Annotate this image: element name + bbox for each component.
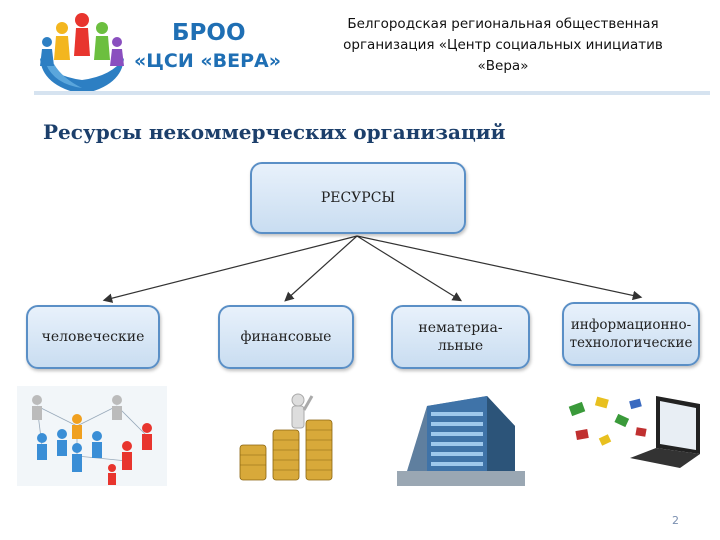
node-label-line-1: информационно- [570,317,692,333]
organization-name: Белгородская региональная общественная о… [318,14,688,77]
node-label-line-2: технологические [569,335,693,351]
logo-subtitle: «ЦСИ «ВЕРА» [134,50,281,72]
people-network-illustration [17,386,167,486]
page-title: Ресурсы некоммерческих организаций [43,120,506,144]
coin-stacks-illustration [239,393,333,481]
connector-finance [284,235,358,302]
node-financial-resources: финансовые [218,305,354,369]
node-it-resources: информационно- технологические [562,302,700,366]
root-node-resources: РЕСУРСЫ [250,162,466,234]
node-label-line-1: нематериа- [418,320,503,336]
people-hands-logo-icon [40,13,124,94]
header-divider [34,91,710,95]
org-name-line-2: организация «Центр социальных инициатив [343,37,663,53]
node-label: человеческие [41,329,145,345]
logo-title: БРОО [172,20,246,46]
root-node-label: РЕСУРСЫ [320,190,396,206]
node-human-resources: человеческие [26,305,160,369]
connector-it [356,235,643,301]
connector-human [102,235,358,303]
connector-intangible [356,235,463,302]
node-label: финансовые [240,329,332,345]
laptop-flying-books-illustration [560,386,710,486]
node-label-line-2: льные [437,338,484,354]
node-intangible-resources: нематериа- льные [391,305,530,369]
org-name-line-3: «Вера» [477,58,529,74]
office-building-illustration [397,386,525,486]
logo: БРОО «ЦСИ «ВЕРА» [32,6,281,102]
org-name-line-1: Белгородская региональная общественная [347,16,659,32]
page-number: 2 [672,514,679,527]
